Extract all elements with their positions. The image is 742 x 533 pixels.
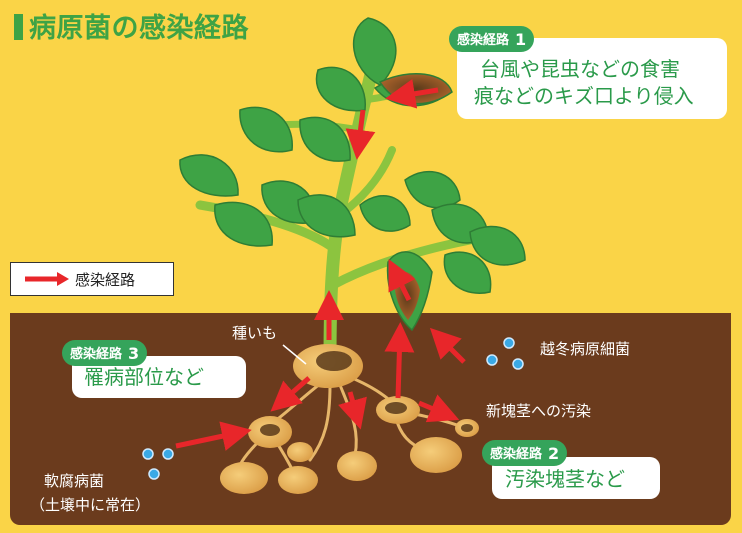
page-title-text: 病原菌の感染経路: [29, 13, 249, 44]
seed-potato-pointer: [282, 344, 307, 365]
leaves: [179, 17, 526, 294]
page-title: 病原菌の感染経路: [14, 6, 249, 45]
overwintering-bacteria-label: 越冬病原細菌: [540, 340, 631, 358]
route-1-line-1: 台風や昆虫などの食害: [480, 57, 680, 81]
route-3-badge-label: 感染経路: [70, 347, 123, 362]
route-3-number: 3: [128, 344, 140, 363]
route-3-line-1: 罹病部位など: [84, 365, 204, 389]
rot-spots: [260, 351, 473, 436]
legend-arrow-icon: [25, 272, 69, 286]
route-2-badge: 感染経路 2: [482, 440, 568, 466]
soft-rot-note: （土壌中に常在）: [30, 496, 151, 514]
soft-rot-label: 軟腐病菌: [44, 472, 105, 490]
route-1-number: 1: [515, 30, 527, 49]
route-2-badge-label: 感染経路: [490, 447, 543, 462]
route-1-badge-label: 感染経路: [457, 33, 510, 48]
route-3-badge: 感染経路 3: [62, 340, 148, 366]
route-2-number: 2: [548, 444, 560, 463]
route-1-badge: 感染経路 1: [449, 26, 535, 52]
new-tuber-contamination-label: 新塊茎への汚染: [486, 402, 592, 420]
route-1-line-2: 痕などのキズ口より侵入: [474, 84, 694, 108]
infection-arrows: [175, 78, 466, 451]
seed-potato-label: 種いも: [232, 324, 278, 342]
legend: 感染経路: [10, 262, 174, 296]
bacteria-icons: [142, 337, 524, 480]
legend-label: 感染経路: [75, 271, 136, 289]
route-2-line-1: 汚染塊茎など: [505, 467, 625, 491]
title-marker: [14, 14, 23, 40]
